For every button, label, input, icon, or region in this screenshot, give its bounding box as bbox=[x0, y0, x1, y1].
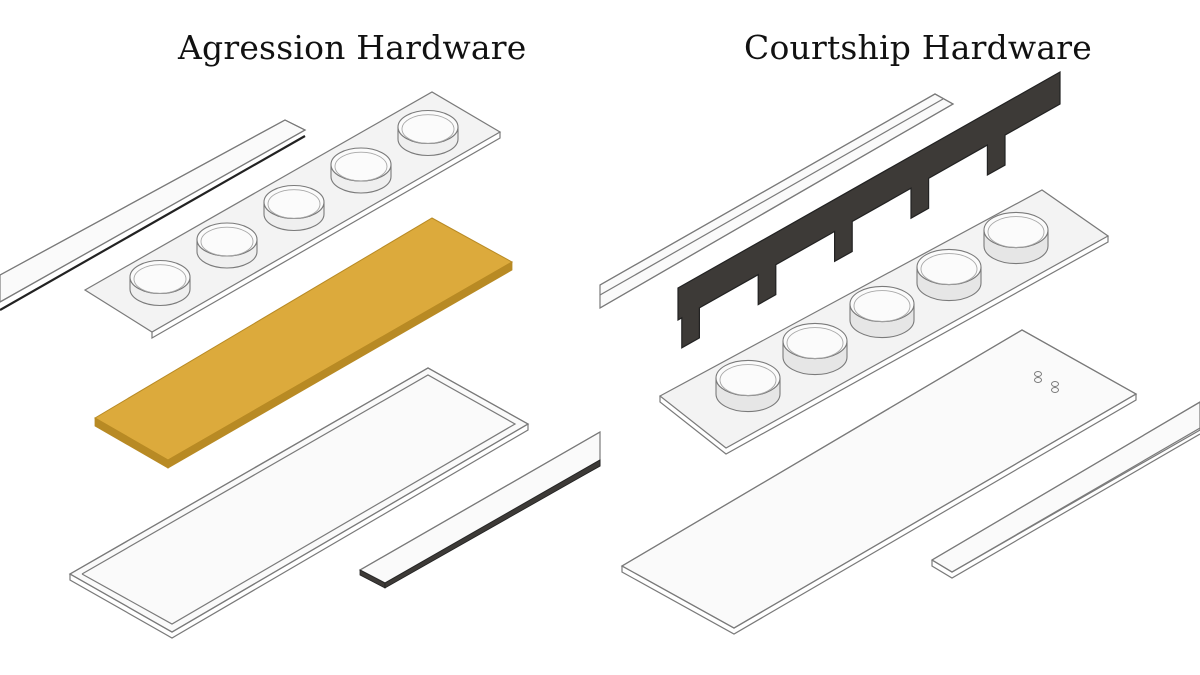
mounting-screws bbox=[1034, 371, 1059, 393]
aggression-panel-title: Agression Hardware bbox=[178, 28, 527, 67]
well-ring bbox=[263, 184, 325, 232]
upper-side-rail bbox=[0, 119, 307, 311]
courtship-hardware-assembly bbox=[599, 70, 1200, 635]
base-plate-courtship bbox=[620, 329, 1138, 635]
wells-plate bbox=[83, 91, 502, 340]
comb-divider bbox=[677, 70, 1061, 349]
well-ring bbox=[916, 248, 982, 302]
well-ring bbox=[330, 147, 392, 194]
base-plate bbox=[68, 367, 530, 639]
well-ring bbox=[849, 285, 915, 339]
well-ring-row-courtship bbox=[715, 211, 1049, 413]
wells-plate-courtship bbox=[658, 189, 1110, 455]
well-ring bbox=[983, 211, 1049, 265]
well-ring-row bbox=[129, 109, 459, 307]
upper-side-rail-courtship bbox=[599, 93, 955, 310]
well-ring bbox=[782, 322, 848, 376]
aggression-hardware-assembly bbox=[0, 91, 601, 639]
well-ring bbox=[715, 359, 781, 413]
courtship-panel-title: Courtship Hardware bbox=[744, 28, 1092, 67]
well-ring bbox=[397, 109, 459, 157]
lower-side-rail-courtship bbox=[930, 401, 1200, 579]
lower-side-rail bbox=[358, 430, 601, 589]
well-ring bbox=[196, 222, 258, 269]
well-ring bbox=[129, 259, 191, 307]
opaque-barrier-sheet bbox=[94, 217, 514, 469]
